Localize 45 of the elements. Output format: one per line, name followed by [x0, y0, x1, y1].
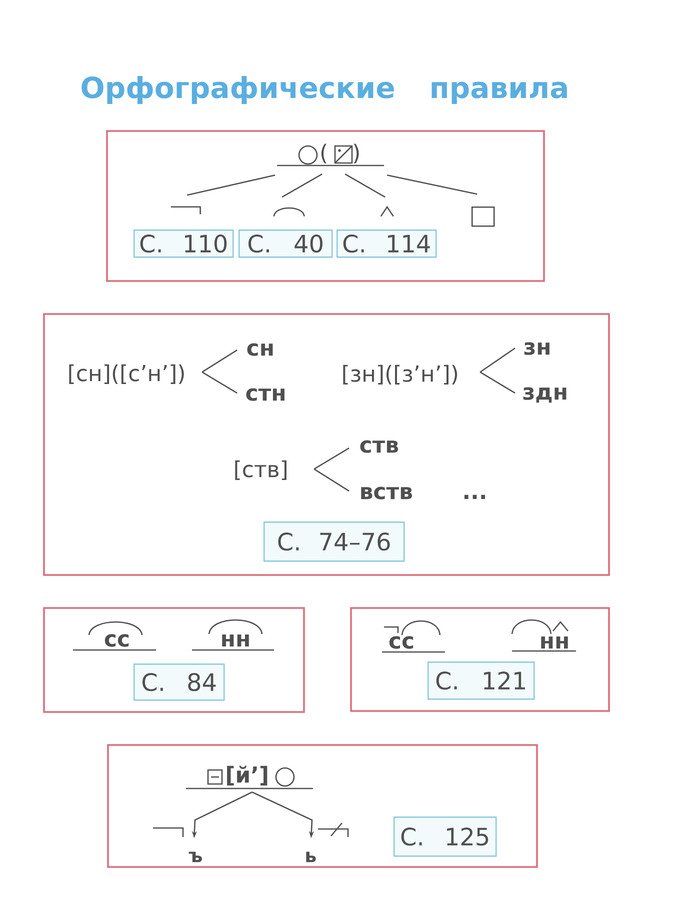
spelling-text: вств [361, 486, 412, 500]
spelling-text: здн [523, 387, 566, 403]
branch-line [314, 448, 350, 470]
spelling-text: ъ [188, 852, 202, 862]
sound-transcription: [зн]([з’н’]) [343, 364, 458, 384]
letter-pair: сс [104, 634, 129, 647]
page-reference-box: С. 74–76 [264, 522, 405, 562]
page-reference-box: С. 114 [336, 230, 437, 258]
page-reference-box: С. 84 [134, 664, 225, 701]
root-arc [273, 207, 305, 216]
spelling-text: зн [524, 342, 550, 355]
page-reference-box: С. 121 [428, 662, 535, 700]
page-reference-box: С. 110 [134, 230, 234, 258]
page-reference-box: С. 125 [394, 816, 497, 857]
branch-line [480, 372, 516, 394]
branch-line [282, 174, 322, 198]
ending-square [471, 206, 495, 227]
branch-line [480, 348, 516, 373]
branch-line [386, 174, 478, 195]
title: Орфографические правила [82, 76, 567, 104]
branch-line [314, 468, 350, 492]
spelling-text: ь [306, 852, 316, 862]
panel-frame [106, 130, 545, 282]
branch-line [344, 174, 386, 198]
panel-frame [43, 313, 610, 576]
page-reference-box: С. 40 [238, 230, 333, 258]
prefix-mark [170, 206, 201, 214]
letter-pair: нн [222, 634, 249, 646]
panel-frame [107, 744, 538, 868]
letter-pair: нн [541, 636, 568, 648]
letter-pair: сс [389, 636, 414, 649]
spelling-text: стн [246, 388, 284, 401]
branch-line [202, 372, 238, 394]
branch-line [186, 174, 276, 196]
sound-transcription: [ств] [235, 460, 286, 480]
ellipsis: ... [464, 494, 486, 499]
spelling-text: [й’] [227, 766, 268, 786]
scheme-parentheses: ( ) [321, 144, 359, 164]
sound-transcription: [сн]([с’н’]) [69, 364, 184, 384]
spelling-text: ств [360, 440, 398, 453]
branch-line [202, 350, 238, 373]
spelling-text: сн [247, 343, 273, 356]
panel-frame [350, 607, 610, 712]
suffix-mark [380, 206, 394, 217]
panel-frame [43, 607, 305, 713]
